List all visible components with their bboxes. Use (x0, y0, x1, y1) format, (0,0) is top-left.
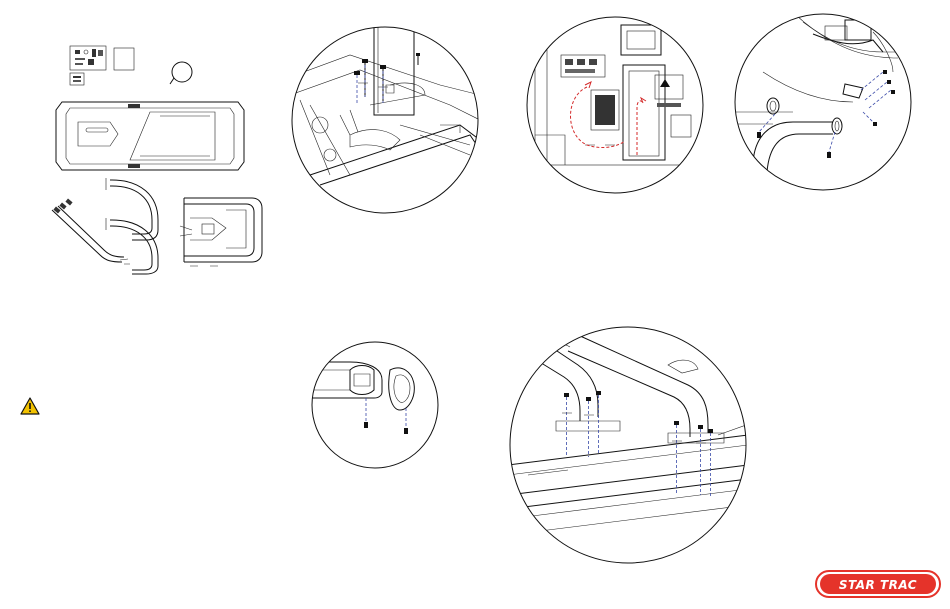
step-end-cap-install (310, 340, 440, 470)
end-cap-piece (389, 368, 415, 410)
key-card (70, 73, 84, 85)
hardware-card (70, 46, 106, 70)
step-base-connection (290, 25, 480, 215)
parts-overview (40, 40, 270, 280)
brand-logo: STAR TRAC (815, 570, 941, 600)
warning-triangle-icon (20, 397, 40, 415)
bolt-set (354, 53, 420, 103)
step-uprights-mount (508, 325, 748, 565)
mount-bolts (562, 391, 713, 497)
step-motor-cover-wiring (525, 15, 705, 195)
step-upright-end-caps (733, 12, 913, 192)
screw-pair (364, 398, 408, 434)
treadmill-deck (56, 102, 244, 170)
safety-key-cord (172, 62, 192, 82)
upright-curved-pair (106, 178, 158, 274)
console-frame (180, 198, 262, 266)
manual-booklet (114, 48, 134, 70)
brand-logo-text: STAR TRAC (839, 578, 917, 592)
end-cap-parts (757, 70, 895, 158)
upright-left (52, 199, 130, 264)
